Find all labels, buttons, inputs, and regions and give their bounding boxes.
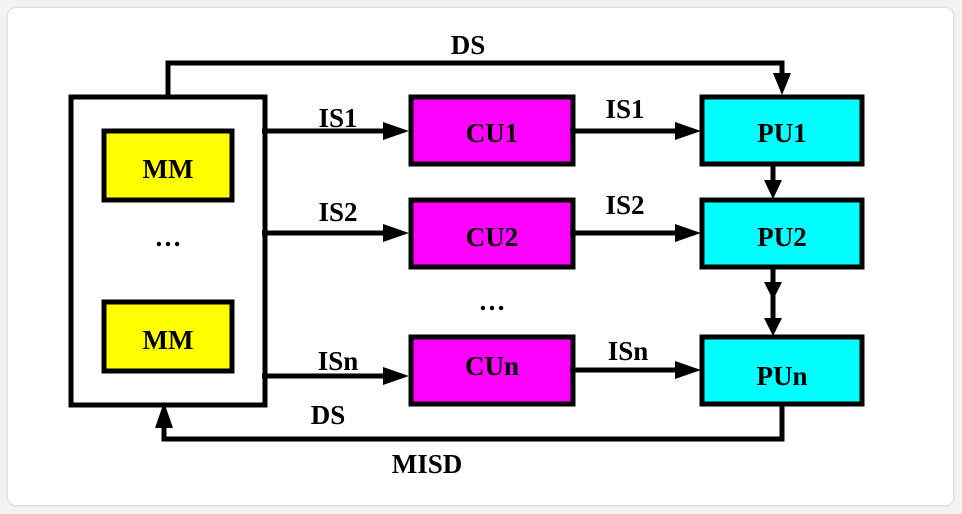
diagram-title: MISD — [392, 449, 463, 479]
memory-module-2-label: MM — [143, 325, 194, 355]
isn-out-arrowhead — [675, 361, 701, 379]
data-stream-top-arrowhead — [773, 73, 791, 95]
data-stream-bottom-label: DS — [311, 400, 346, 430]
memory-module-1-label: MM — [143, 154, 194, 184]
is1-in-label: IS1 — [318, 103, 357, 133]
control-unit-1-label: CU1 — [466, 118, 519, 148]
memory-module-1 — [101, 128, 235, 203]
isn-in-label: ISn — [318, 346, 359, 376]
processing-unit-2-label: PU2 — [757, 222, 807, 252]
processing-unit-1-label: PU1 — [757, 118, 807, 148]
data-stream-bottom-line — [161, 404, 785, 442]
pu2-to-pun-arrowhead-2 — [764, 318, 782, 336]
data-stream-top-label: DS — [451, 30, 486, 60]
control-unit-ellipsis: … — [479, 286, 506, 316]
control-unit-n-label: CUn — [465, 351, 519, 381]
memory-ellipsis: … — [155, 222, 182, 252]
processing-unit-n — [699, 334, 865, 407]
is2-in-arrowhead — [383, 224, 409, 242]
control-unit-n — [408, 334, 576, 407]
isn-out-label: ISn — [608, 336, 649, 366]
control-unit-1 — [408, 94, 576, 167]
is2-out-label: IS2 — [605, 190, 644, 220]
control-unit-2-label: CU2 — [466, 222, 519, 252]
is2-out-arrowhead — [675, 224, 701, 242]
isn-in-arrowhead — [383, 367, 409, 385]
pu2-to-pun-arrowhead-1 — [764, 282, 782, 300]
processing-unit-1 — [699, 94, 865, 167]
data-stream-top-line — [165, 60, 785, 97]
is1-out-arrowhead — [675, 122, 701, 140]
memory-module-2 — [101, 299, 235, 374]
data-stream-bottom-arrowhead — [155, 402, 173, 428]
control-unit-2 — [408, 197, 576, 270]
processing-unit-2 — [699, 197, 865, 270]
processing-unit-n-label: PUn — [756, 361, 807, 391]
is2-in-label: IS2 — [318, 197, 357, 227]
is1-in-arrowhead — [383, 122, 409, 140]
pu1-to-pu2-arrowhead — [764, 180, 782, 199]
is1-out-label: IS1 — [605, 94, 644, 124]
